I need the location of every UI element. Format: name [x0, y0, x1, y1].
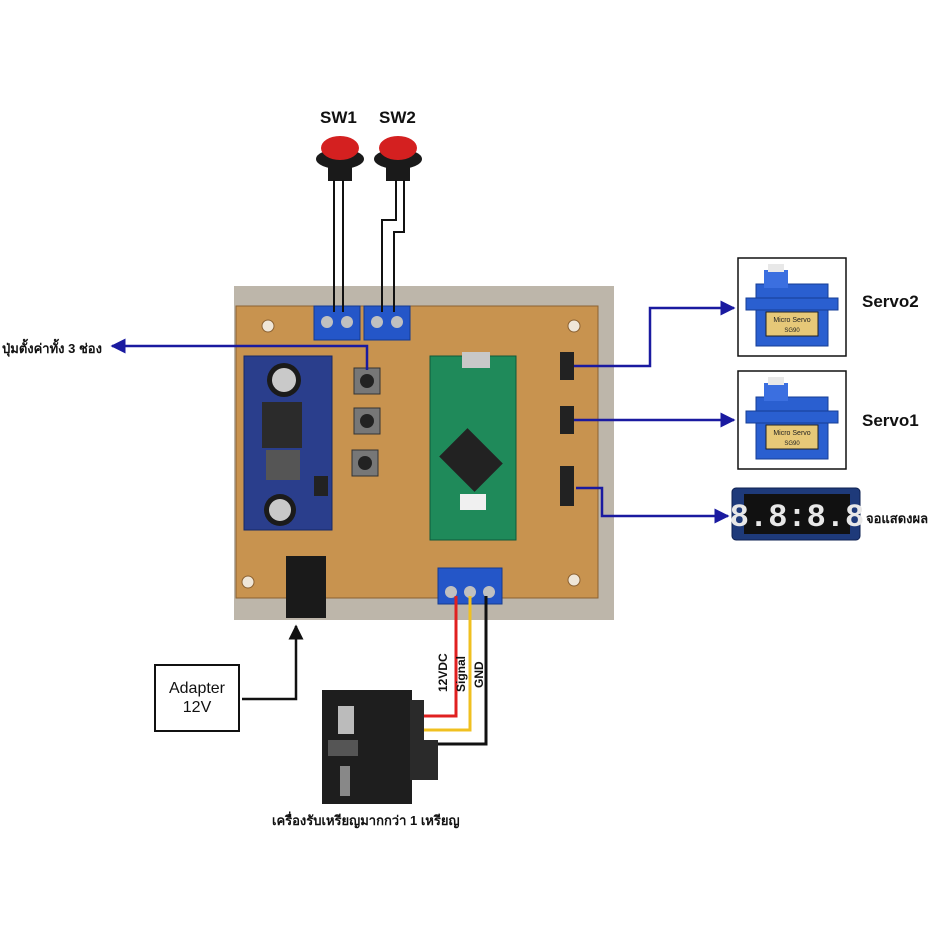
buck-converter-module	[243, 355, 333, 531]
servo1-text: Micro Servo	[773, 430, 810, 437]
arrow-adapter	[242, 624, 304, 701]
servo1-label: Servo1	[862, 411, 919, 430]
coin-wires	[424, 596, 488, 746]
setting-buttons	[351, 367, 381, 477]
blue-arrows	[110, 300, 736, 524]
buttons-label: ปุ่มตั้งค่าทั้ง 3 ช่อง	[2, 341, 102, 356]
coin-acceptor-picture	[322, 690, 438, 804]
dc-power-jack	[286, 556, 326, 618]
wire-label-signal: Signal	[454, 655, 468, 692]
sw2-label: SW2	[379, 108, 416, 127]
wire-label-gnd: GND	[472, 661, 486, 688]
header-pins	[560, 352, 574, 506]
arrow-buttons	[110, 338, 369, 370]
servo2-model: SG90	[784, 328, 800, 334]
sw2-button-icon	[374, 136, 422, 181]
switch-terminal-blocks	[313, 305, 411, 341]
switch-wires	[333, 180, 405, 312]
circuit-board-photo	[234, 286, 614, 620]
coin-acceptor-label: เครื่องรับเหรียญมากกว่า 1 เหรียญ	[272, 813, 460, 828]
display-digits: 8.8:8.8	[730, 499, 864, 536]
servo1-model: SG90	[784, 441, 800, 447]
adapter-line1: Adapter	[168, 680, 226, 697]
arduino-nano	[429, 352, 517, 541]
servo2-picture	[737, 257, 847, 357]
arrow-servo2	[574, 300, 736, 368]
sw1-button-icon	[316, 136, 364, 181]
servo2-text: Micro Servo	[773, 317, 810, 324]
servo1-picture	[737, 370, 847, 470]
display-label: จอแสดงผล	[866, 511, 929, 526]
adapter-line2: 12V	[182, 699, 212, 716]
sw1-label: SW1	[320, 108, 357, 127]
arrow-display	[576, 486, 730, 524]
adapter-box: Adapter 12V	[154, 664, 240, 732]
servo2-label: Servo2	[862, 292, 919, 311]
wire-label-12vdc: 12VDC	[436, 653, 450, 692]
seven-segment-display	[731, 487, 861, 541]
